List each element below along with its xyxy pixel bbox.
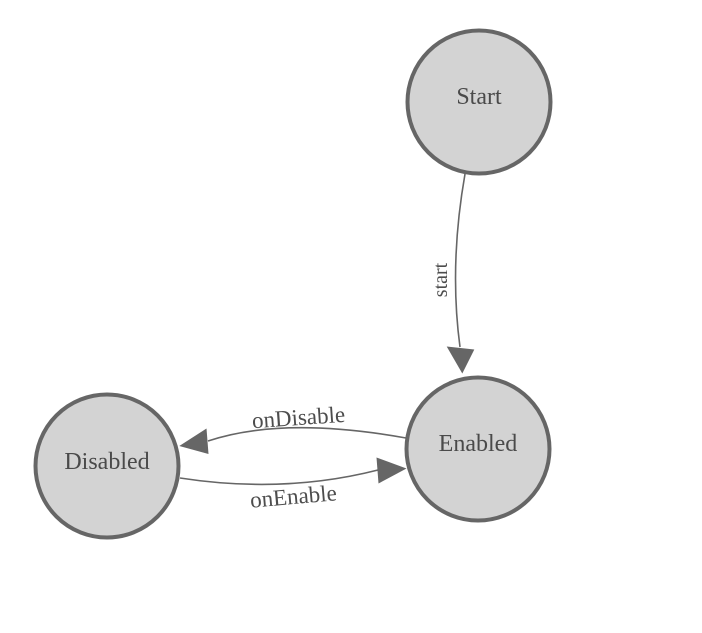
edge-label-start: start bbox=[430, 262, 452, 297]
edge-line-enabled-to-disabled bbox=[207, 426, 407, 442]
arrowhead-enabled-to-disabled bbox=[179, 428, 209, 454]
node-disabled[interactable]: Disabled bbox=[33, 392, 181, 540]
node-disabled-label: Disabled bbox=[64, 449, 149, 475]
node-start-circle[interactable] bbox=[405, 28, 553, 176]
edge-disabled-to-enabled: onEnable bbox=[179, 457, 407, 513]
node-start-label: Start bbox=[456, 84, 502, 110]
edge-line-start-to-enabled bbox=[454, 173, 466, 348]
edge-start-to-enabled: start bbox=[430, 173, 475, 374]
edge-enabled-to-disabled: onDisable bbox=[179, 402, 407, 454]
node-enabled-circle[interactable] bbox=[404, 375, 552, 523]
edge-line-disabled-to-enabled bbox=[179, 469, 379, 486]
node-enabled-label: Enabled bbox=[439, 431, 518, 457]
node-disabled-circle[interactable] bbox=[33, 392, 181, 540]
arrowhead-start-to-enabled bbox=[446, 346, 475, 374]
arrowhead-disabled-to-enabled bbox=[376, 457, 407, 484]
node-start[interactable]: Start bbox=[405, 28, 553, 176]
node-enabled[interactable]: Enabled bbox=[404, 375, 552, 523]
